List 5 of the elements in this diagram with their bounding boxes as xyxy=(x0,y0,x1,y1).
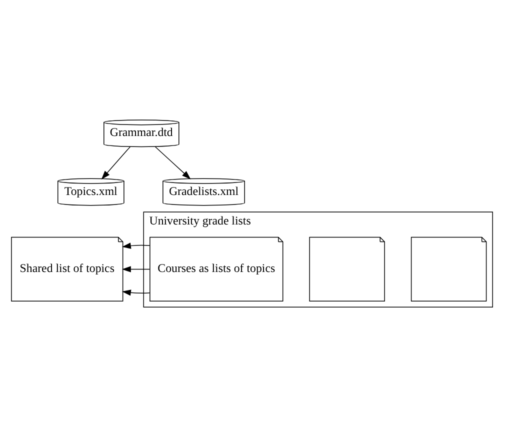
arrow xyxy=(101,146,131,179)
arrow xyxy=(154,146,191,179)
arrow xyxy=(122,289,150,296)
arrow xyxy=(122,242,150,248)
arrow xyxy=(122,266,150,272)
